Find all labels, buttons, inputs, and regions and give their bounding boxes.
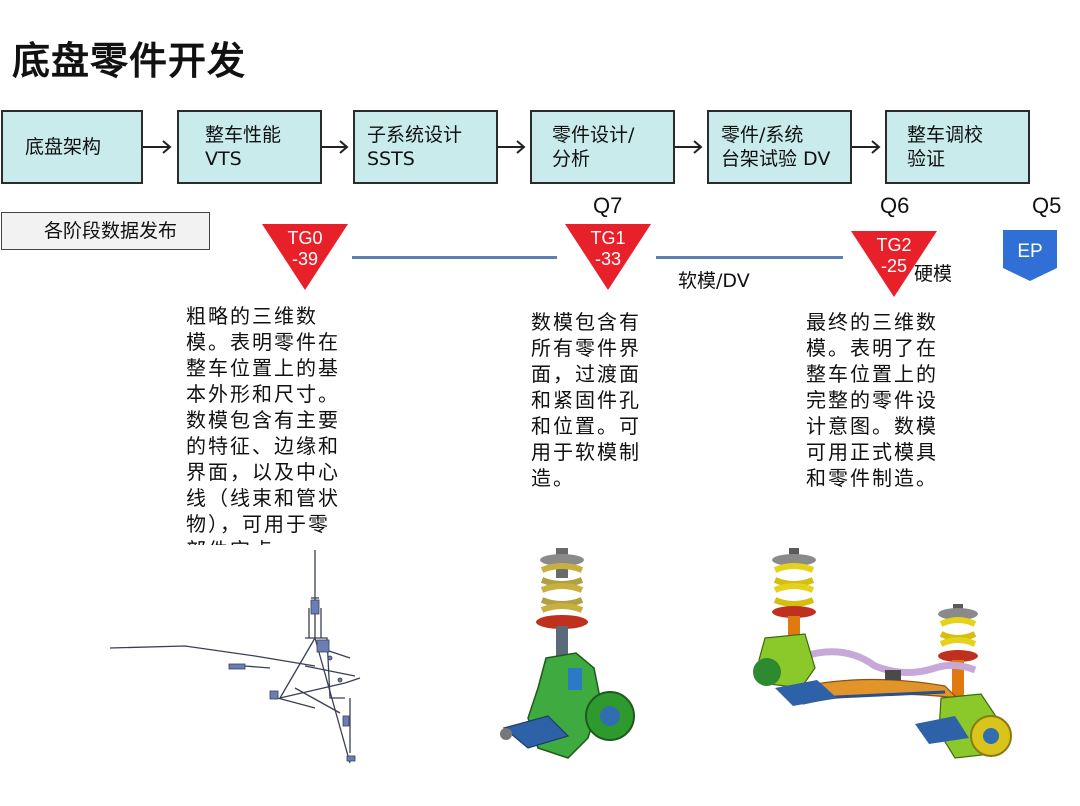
desc-line: 数模包含有主要 [186, 408, 340, 432]
desc-line: 物），可用于零 [186, 512, 330, 536]
hard-mold-label: 硬模 [914, 263, 953, 285]
step-sublabel: SSTS [367, 148, 415, 170]
step-subsystem-design: 子系统设计 SSTS [353, 110, 498, 184]
desc-line: 完整的零件设 [806, 388, 938, 412]
desc-line: 线（线束和管状 [186, 486, 340, 510]
timeline-segment-1 [352, 256, 557, 259]
desc-line: 和零件制造。 [806, 466, 938, 490]
step-sublabel: 验证 [907, 148, 946, 170]
desc-line: 和紧固件孔 [531, 388, 641, 412]
arrow-right-icon [498, 140, 526, 154]
arrow-right-icon [143, 140, 172, 154]
desc-line: 界面，以及中心 [186, 460, 340, 484]
gate-tg2: TG2 -25 [851, 231, 937, 297]
step-label: 整车性能 [205, 124, 282, 146]
gate-tg1: TG1 -33 [565, 224, 651, 290]
desc-line: 整车位置上的 [806, 362, 938, 386]
q6-label: Q6 [880, 193, 910, 218]
step-sublabel: 分析 [552, 148, 591, 170]
wireframe-suspension-illustration [109, 550, 361, 764]
blue-shield-icon [1003, 230, 1057, 281]
desc-line: 本外形和尺寸。 [186, 382, 340, 406]
desc-line: 模。表明零件在 [186, 330, 340, 354]
arrow-right-icon [675, 140, 703, 154]
q5-label: Q5 [1032, 193, 1062, 218]
q7-label: Q7 [593, 193, 623, 218]
step-label: 底盘架构 [25, 136, 102, 158]
tg2-description: 最终的三维数 模。表明了在 整车位置上的 完整的零件设 计意图。数模 可用正式模… [806, 309, 1006, 491]
tg1-description: 数模包含有 所有零件界 面，过渡面 和紧固件孔 和位置。可 用于软模制 造。 [531, 309, 681, 491]
ep-label: EP [1017, 241, 1043, 262]
step-chassis-architecture: 底盘架构 [1, 110, 143, 184]
tg0-description: 粗略的三维数 模。表明零件在 整车位置上的基 本外形和尺寸。 数模包含有主要 的… [186, 303, 396, 545]
step-label: 零件/系统 [721, 124, 804, 146]
desc-line: 和位置。可 [531, 414, 641, 438]
arrow-right-icon [852, 140, 881, 154]
desc-line: 数模包含有 [531, 310, 641, 334]
gate-week: -39 [291, 249, 318, 269]
step-vehicle-performance: 整车性能 VTS [177, 110, 322, 184]
step-label: 整车调校 [907, 124, 984, 146]
gate-name: TG0 [287, 228, 323, 248]
step-bench-test: 零件/系统 台架试验 DV [707, 110, 852, 184]
desc-line: 所有零件界 [531, 336, 641, 360]
step-sublabel: 台架试验 DV [721, 148, 831, 170]
red-triangle-icon [262, 224, 348, 290]
red-triangle-icon [851, 231, 937, 297]
gate-week: -33 [594, 249, 621, 269]
desc-line: 的特征、边缘和 [186, 434, 340, 458]
gate-week: -25 [880, 256, 907, 276]
strut-knuckle-illustration [500, 548, 635, 759]
arrow-right-icon [322, 140, 349, 154]
gate-name: TG1 [590, 228, 626, 248]
step-part-design: 零件设计/ 分析 [530, 110, 675, 184]
desc-line: 模。表明了在 [806, 336, 938, 360]
step-label: 零件设计/ [552, 124, 635, 146]
step-sublabel: VTS [205, 148, 242, 170]
desc-line: 粗略的三维数 [186, 304, 318, 328]
red-triangle-icon [565, 224, 651, 290]
ep-marker: EP [1003, 230, 1057, 282]
step-vehicle-tuning: 整车调校 验证 [885, 110, 1030, 184]
desc-line: 最终的三维数 [806, 310, 938, 334]
desc-line: 用于软模制 [531, 440, 641, 464]
desc-line: 计意图。数模 [806, 414, 938, 438]
step-label: 子系统设计 [367, 124, 463, 146]
release-label-box: 各阶段数据发布 [1, 212, 210, 250]
desc-line: 面，过渡面 [531, 362, 641, 386]
gate-tg0: TG0 -39 [262, 224, 348, 290]
timeline-segment-2 [656, 256, 843, 259]
front-axle-assembly-illustration [753, 548, 1012, 759]
desc-line: 部件定点 [186, 537, 396, 545]
desc-line: 可用正式模具 [806, 440, 938, 464]
desc-line: 整车位置上的基 [186, 356, 340, 380]
page-title: 底盘零件开发 [12, 39, 247, 83]
soft-mold-label: 软模/DV [678, 270, 750, 292]
desc-line: 造。 [531, 466, 575, 490]
gate-name: TG2 [876, 235, 912, 255]
